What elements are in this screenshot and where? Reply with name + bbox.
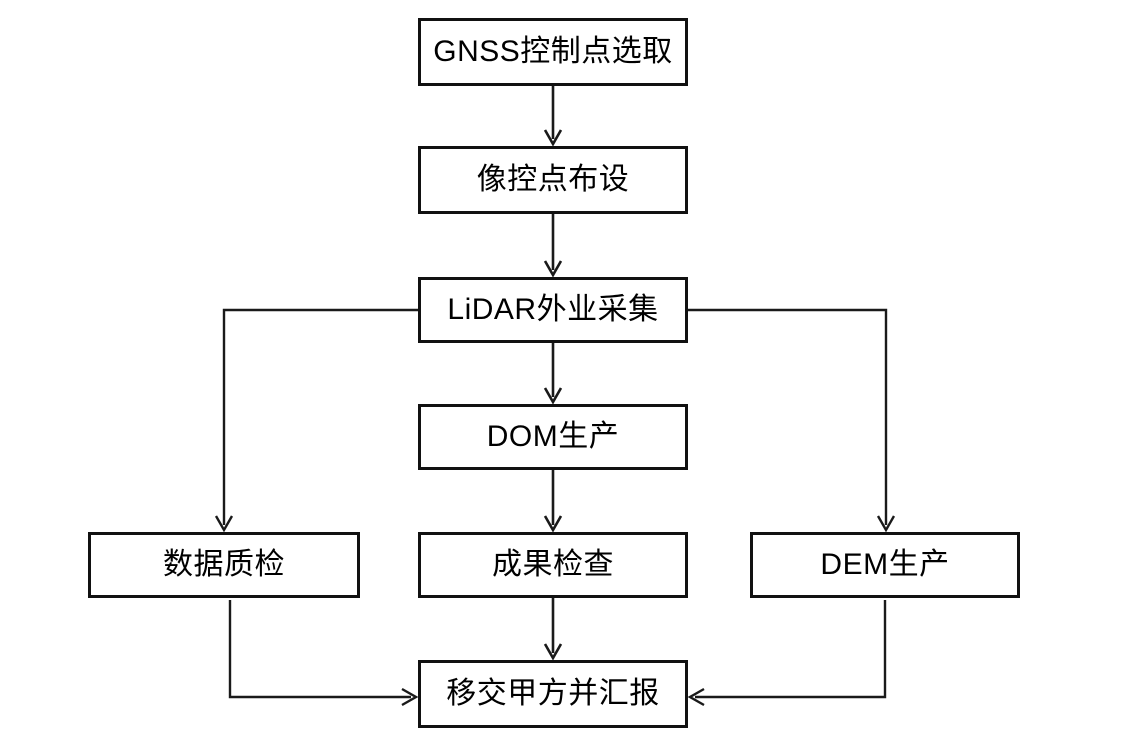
node-label: DOM生产 bbox=[486, 420, 620, 453]
connector-gnss-to-control bbox=[543, 86, 563, 147]
connector-dom-to-result bbox=[543, 470, 563, 533]
connector-lidar-to-dom bbox=[543, 343, 563, 405]
node-handover-and-report[interactable]: 移交甲方并汇报 bbox=[418, 660, 688, 728]
connector-dem-to-handover bbox=[687, 600, 887, 707]
node-label: LiDAR外业采集 bbox=[447, 293, 659, 326]
connector-lidar-to-dem bbox=[688, 308, 896, 533]
connector-result-to-handover bbox=[543, 598, 563, 661]
node-gnss-control-point-selection[interactable]: GNSS控制点选取 bbox=[418, 18, 688, 86]
node-dom-production[interactable]: DOM生产 bbox=[418, 404, 688, 470]
node-label: 数据质检 bbox=[163, 548, 285, 581]
connector-control-to-lidar bbox=[543, 214, 563, 278]
node-label: 成果检查 bbox=[492, 548, 614, 581]
node-label: 像控点布设 bbox=[476, 163, 630, 196]
node-label: 移交甲方并汇报 bbox=[446, 677, 660, 710]
node-dem-production[interactable]: DEM生产 bbox=[750, 532, 1020, 598]
node-result-check[interactable]: 成果检查 bbox=[418, 532, 688, 598]
node-label: DEM生产 bbox=[820, 548, 950, 581]
node-image-control-point-layout[interactable]: 像控点布设 bbox=[418, 146, 688, 214]
connector-lidar-to-quality bbox=[214, 308, 418, 533]
node-lidar-field-collection[interactable]: LiDAR外业采集 bbox=[418, 277, 688, 343]
connector-quality-to-handover bbox=[228, 600, 419, 707]
node-data-quality-inspection[interactable]: 数据质检 bbox=[88, 532, 360, 598]
node-label: GNSS控制点选取 bbox=[433, 35, 673, 68]
